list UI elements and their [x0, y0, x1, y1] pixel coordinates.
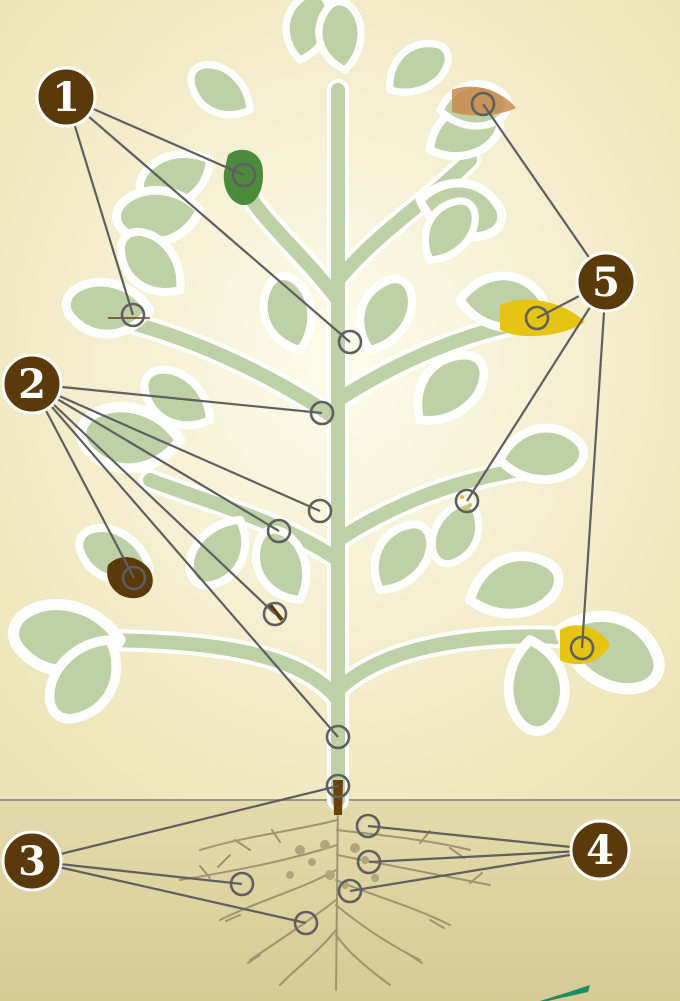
callout-badge-label: 2 — [18, 361, 46, 408]
callout-badge-label: 5 — [592, 259, 620, 306]
callout-badge-label: 1 — [52, 74, 80, 121]
callout-badge-label: 3 — [18, 838, 46, 885]
callout-badge-5: 5 — [577, 253, 635, 311]
callout-badge-label: 4 — [586, 827, 614, 874]
callout-badge-1: 1 — [37, 68, 95, 126]
callout-badge-2: 2 — [3, 355, 61, 413]
callout-badge-3: 3 — [3, 832, 61, 890]
callout-badge-4: 4 — [571, 821, 629, 879]
